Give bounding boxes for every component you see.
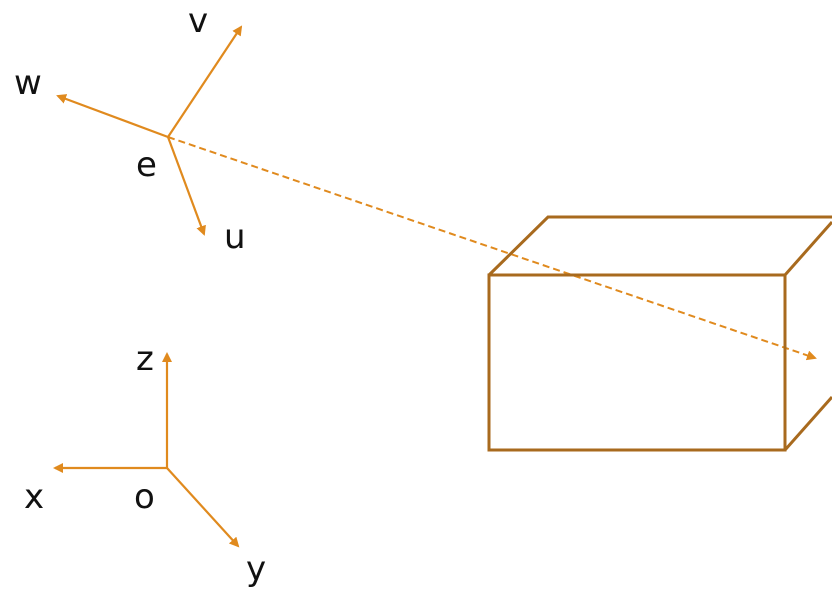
box-top-face — [487, 215, 832, 277]
world-origin-label: o — [134, 477, 155, 517]
x-axis-label: x — [24, 477, 44, 517]
v-axis-label: v — [188, 1, 208, 41]
y-axis-label: y — [246, 549, 266, 589]
camera-frame: v w e u — [14, 1, 817, 361]
u-axis — [166, 136, 206, 236]
box-bottom-right-edge — [783, 396, 832, 451]
y-axis — [166, 467, 240, 548]
z-axis-label: z — [136, 339, 154, 379]
box-front-face — [487, 273, 787, 452]
w-axis-label: w — [14, 63, 42, 103]
camera-origin-label: e — [136, 145, 157, 185]
u-axis-label: u — [224, 217, 246, 257]
view-ray — [167, 136, 817, 361]
v-axis — [167, 25, 243, 138]
world-frame: z x o y — [24, 339, 266, 589]
box-top-right-edge — [783, 221, 832, 276]
box-object — [487, 215, 832, 452]
w-axis — [56, 94, 169, 139]
